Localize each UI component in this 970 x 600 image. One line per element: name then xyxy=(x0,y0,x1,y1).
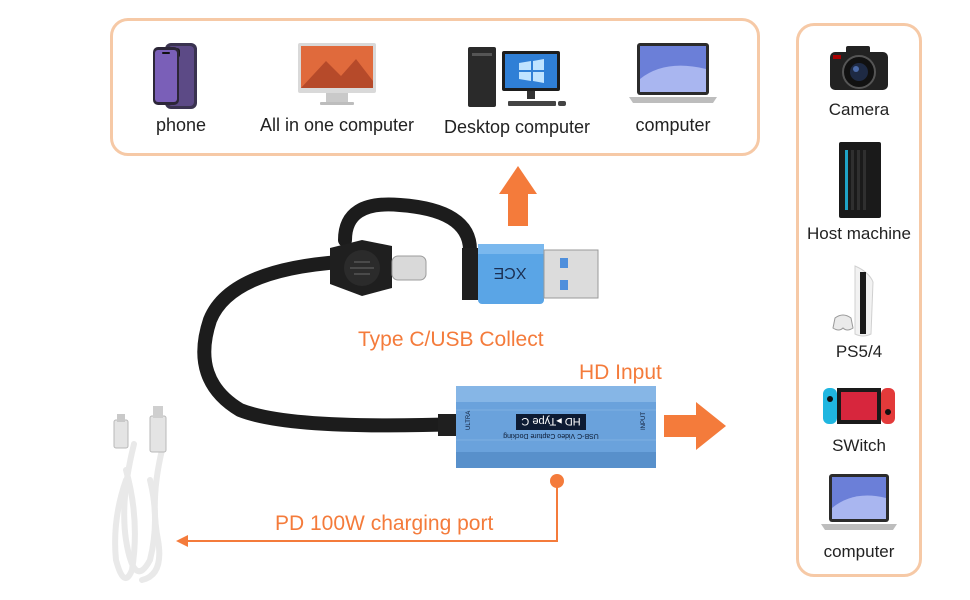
ps5-icon xyxy=(832,265,874,337)
device-label: Desktop computer xyxy=(443,117,591,137)
usb-a-connector-icon: XCE xyxy=(462,244,599,304)
device-laptop: computer xyxy=(613,39,733,136)
device-label: Host machine xyxy=(807,224,911,243)
usb-c-connector-icon xyxy=(330,240,427,296)
right-arrow-icon xyxy=(664,402,726,450)
capture-device-icon xyxy=(438,386,656,468)
charging-connector-icon xyxy=(113,406,167,453)
device-ps5: PS5/4 xyxy=(799,262,919,362)
device-all-in-one: All in one computer xyxy=(251,41,423,136)
device-camera: Camera xyxy=(799,40,919,120)
device-subtitle: USB-C Video Capture Docking xyxy=(503,432,599,439)
device-label: computer xyxy=(823,542,895,561)
device-left-port-label: ULTRA xyxy=(466,411,472,430)
hd-input-label: HD Input xyxy=(579,361,662,384)
switch-icon xyxy=(823,388,895,424)
device-label: PS5/4 xyxy=(835,342,883,361)
device-desktop: Desktop computer xyxy=(435,41,599,138)
device-label: phone xyxy=(155,115,207,135)
device-label: All in one computer xyxy=(259,115,415,135)
svg-text:XCE: XCE xyxy=(494,264,527,281)
device-right-port-label: INPUT xyxy=(641,412,647,430)
device-brand: HD ▸Type C xyxy=(521,415,580,427)
charging-cable-icon xyxy=(112,441,165,583)
device-phone: phone xyxy=(141,41,221,136)
camera-icon xyxy=(830,46,888,90)
all-in-one-icon xyxy=(298,43,376,105)
capture-sources-panel: Camera Host machine PS5/4 SWitch xyxy=(796,23,922,577)
pd-charging-port-label: PD 100W charging port xyxy=(275,512,494,535)
laptop-icon xyxy=(821,474,897,530)
laptop-icon xyxy=(629,43,717,103)
device-switch: SWitch xyxy=(799,384,919,456)
device-label: SWitch xyxy=(832,436,886,455)
pd-port-pointer xyxy=(176,474,564,547)
cable-icon xyxy=(197,197,477,433)
source-devices-panel: phone All in one computer Desktop comput… xyxy=(110,18,760,156)
device-laptop-side: computer xyxy=(799,470,919,562)
phone-icon xyxy=(153,43,197,109)
type-c-usb-label: Type C/USB Collect xyxy=(358,328,544,351)
desktop-icon xyxy=(468,47,566,107)
host-machine-icon xyxy=(839,142,881,218)
device-label: Camera xyxy=(828,100,890,119)
up-arrow-icon xyxy=(499,166,537,226)
device-host-machine: Host machine xyxy=(799,140,919,244)
device-label: computer xyxy=(635,115,711,135)
